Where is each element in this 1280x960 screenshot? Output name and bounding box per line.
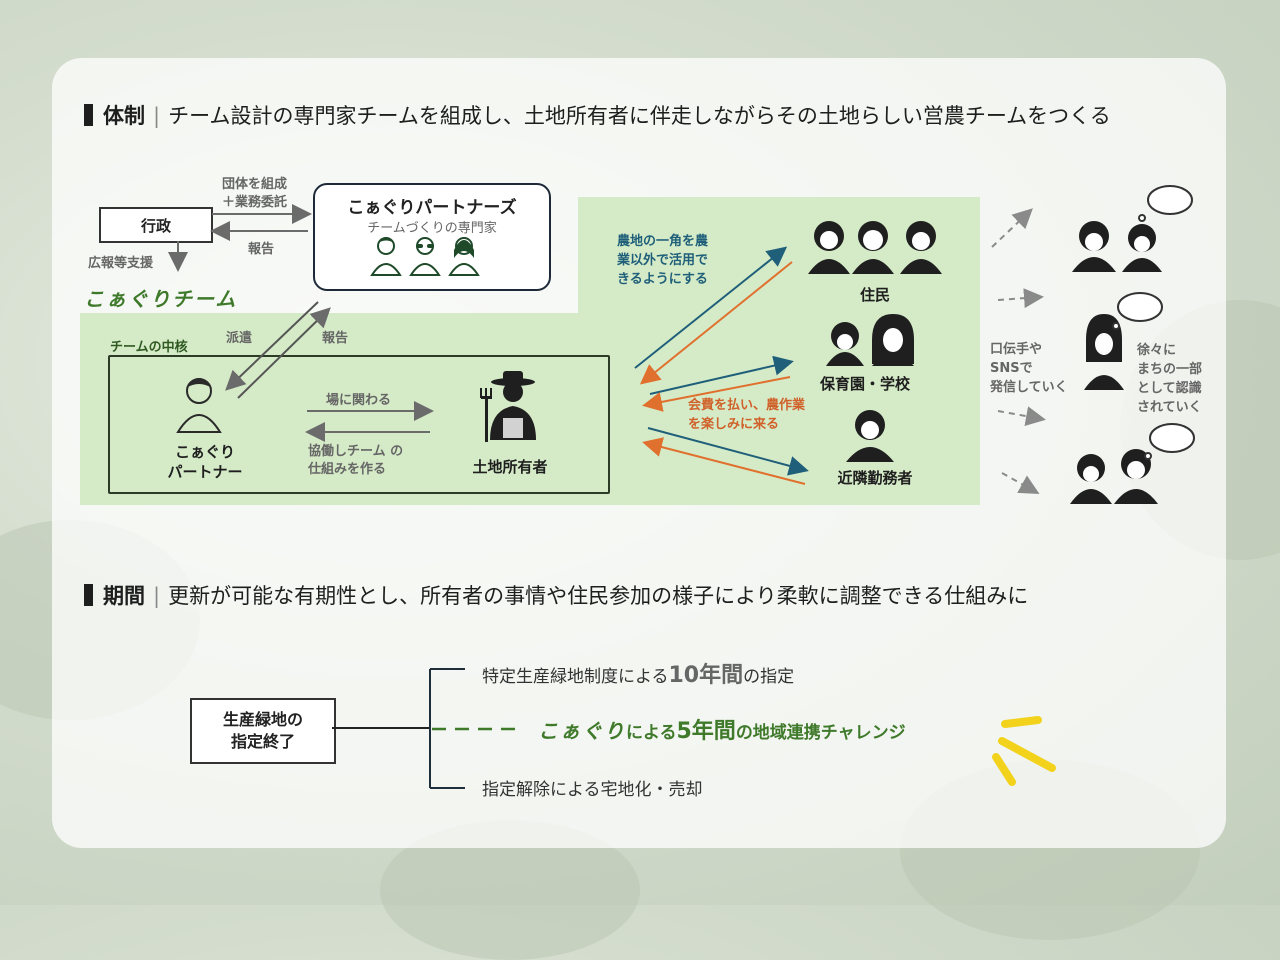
opt2-brand: こぁぐり (538, 719, 626, 743)
word-of-mouth-label: 口伝手や SNSで 発信していく (990, 342, 1068, 395)
resident-face-highlights (820, 230, 930, 250)
dashed-arrow-2 (997, 288, 1044, 309)
partners-subtitle: チームづくりの専門家 (367, 221, 497, 236)
ba-ni-label: 場に関わる (326, 393, 392, 408)
residents-label: 住民 (859, 286, 890, 304)
recognition-label: 徐々に まちの一部 として認識 されていく (1137, 343, 1203, 415)
heading-title: 期間 (103, 583, 145, 608)
landowner-label: 土地所有者 (472, 458, 548, 476)
heading-separator: | (153, 584, 161, 608)
team-name: こぁぐりチーム (84, 287, 238, 311)
arrow-orange-3 (642, 437, 806, 485)
left-note: 農地の一角を農 業以外で活用で きるようにする (617, 234, 709, 287)
kyodo-label: 協働しチーム の 仕組みを作る (308, 444, 404, 477)
hokoku-label: 報告 (322, 331, 349, 346)
koho-label: 広報等支援 (88, 256, 154, 271)
nursery-label: 保育園・学校 (819, 375, 910, 393)
arrow-blue-2 (649, 355, 794, 395)
spread-people-icons (1070, 221, 1162, 504)
start-box: 生産緑地の 指定終了 (190, 698, 336, 764)
dashed-arrow-4 (1001, 472, 1040, 494)
partners-title: こぁぐりパートナーズ (347, 198, 517, 218)
partners-box: こぁぐりパートナーズ チームづくりの専門家 (313, 183, 551, 291)
hokoku-top-label: 報告 (248, 242, 275, 257)
haken-label: 派遣 (226, 331, 253, 346)
opt1-big: 10年間 (668, 663, 744, 688)
option-5-years: こぁぐりによる5年間の地域連携チャレンジ (538, 713, 906, 745)
arrow-orange-1 (639, 261, 793, 385)
arrow-blue-3 (647, 427, 809, 476)
heading-title: 体制 (103, 103, 145, 128)
gyosei-label: 行政 (140, 216, 171, 235)
heading-separator: | (153, 104, 161, 128)
diagram-lines (168, 185, 1195, 789)
expert-person-icon-hair (378, 237, 474, 258)
dashed-arrow-1 (991, 208, 1033, 248)
gyosei-box: 行政 (99, 207, 213, 243)
opt2-mid: による (626, 723, 677, 743)
option-10-years: 特定生産緑地制度による10年間の指定 (482, 657, 794, 689)
opt1-post: の指定 (743, 667, 795, 687)
section2-heading: 期間 | 更新が可能な有期性とし、所有者の事情や住民参加の様子により柔軟に調整できる… (84, 580, 1028, 610)
partner-person-icon (176, 378, 222, 433)
farmer-icon (480, 371, 536, 442)
arrow-hokoku (237, 307, 331, 399)
core-label: チームの中核 (110, 340, 188, 355)
worker-face-highlight (861, 421, 879, 439)
dantai-label: 団体を組成 ＋業務委託 (222, 177, 288, 210)
arrow-haken (225, 301, 319, 391)
opt1-pre: 特定生産緑地制度による (482, 667, 669, 687)
option-release: 指定解除による宅地化・売却 (482, 780, 703, 800)
section1-heading: 体制 | チーム設計の専門家チームを組成し、土地所有者に伴走しながらその土地らしい営… (84, 100, 1111, 130)
core-team-frame (108, 355, 610, 494)
farmer-apron (503, 418, 523, 438)
heading-subtitle: チーム設計の専門家チームを組成し、土地所有者に伴走しながらその土地らしい営農チー… (168, 104, 1111, 128)
arrow-blue-1 (634, 246, 788, 369)
right-note: 会費を払い、農作業 を楽しみに来る (688, 398, 806, 432)
dashed-arrow-3 (997, 406, 1046, 426)
heading-marker (84, 104, 93, 126)
heading-marker (84, 584, 93, 606)
nursery-face-highlights (837, 328, 903, 352)
start-box-label: 生産緑地の 指定終了 (222, 710, 303, 751)
partner-label: こぁぐり パートナー (167, 443, 243, 481)
heading-subtitle: 更新が可能な有期性とし、所有者の事情や住民参加の様子により柔軟に調整できる仕組み… (168, 584, 1029, 608)
spread-face-highlights (1083, 233, 1150, 482)
arrow-orange-2 (642, 376, 791, 412)
partner-hair (186, 378, 212, 388)
yellow-accent (992, 716, 1056, 786)
workers-label: 近隣勤務者 (837, 469, 913, 487)
thought-bubble-icon (1112, 185, 1195, 460)
opt2-post: の地域連携チャレンジ (735, 723, 906, 743)
opt2-big: 5年間 (676, 719, 736, 744)
